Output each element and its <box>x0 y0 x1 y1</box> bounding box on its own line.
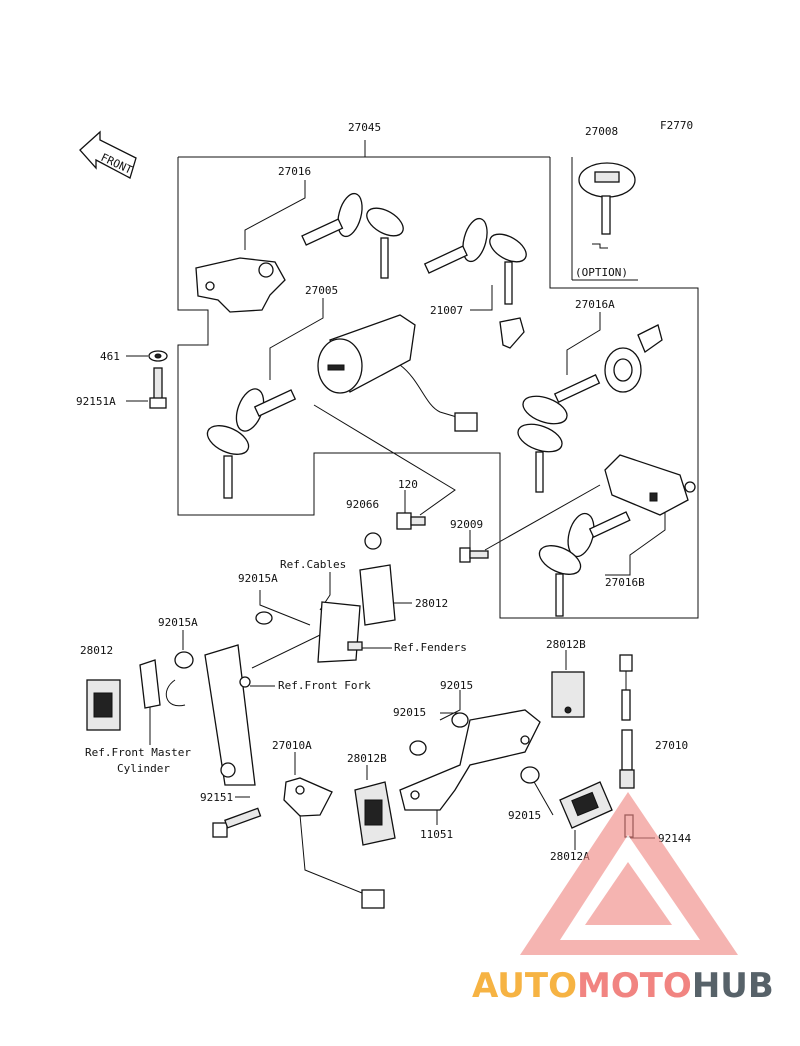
label-27016A: 27016A <box>575 298 615 311</box>
label-92151: 92151 <box>200 791 233 804</box>
label-ref-fenders: Ref.Fenders <box>394 641 467 654</box>
cap-120 <box>364 532 382 550</box>
bolt-92151 <box>212 807 262 838</box>
label-27016: 27016 <box>278 165 311 178</box>
pad-28012A <box>559 781 613 829</box>
bolt-92151A <box>149 367 167 409</box>
label-120: 120 <box>398 478 418 491</box>
label-92151A: 92151A <box>76 395 116 408</box>
watermark-logo: AUTOMOTOHUB <box>472 792 774 1006</box>
label-27010: 27010 <box>655 739 688 752</box>
label-92015-lower: 92015 <box>508 809 541 822</box>
label-28012-right: 28012 <box>415 597 448 610</box>
switch-27010A <box>283 777 385 909</box>
watermark-hub: HUB <box>692 966 774 1006</box>
watermark-auto: AUTO <box>472 966 577 1006</box>
label-27016B: 27016B <box>605 576 645 589</box>
bracket-11051 <box>399 709 541 811</box>
label-28012B-upper: 28012B <box>546 638 586 651</box>
key-pair-27016 <box>301 192 404 279</box>
label-92144: 92144 <box>658 832 691 845</box>
lock-27016B <box>538 454 696 617</box>
screw-92066 <box>396 512 426 530</box>
label-461: 461 <box>100 350 120 363</box>
option-note: (OPTION) <box>575 266 628 279</box>
label-ref-front-master: Ref.Front Master <box>85 746 191 759</box>
key-pair-21007 <box>423 217 527 349</box>
ignition-housing-27016 <box>195 257 286 313</box>
label-27045: 27045 <box>348 121 381 134</box>
label-92066: 92066 <box>346 498 379 511</box>
boundary-lines <box>126 140 699 850</box>
label-27005: 27005 <box>305 284 338 297</box>
label-92015-middle: 92015 <box>393 706 426 719</box>
bracket-assembly <box>204 564 396 786</box>
clamp-master-cylinder <box>139 651 194 709</box>
figure-code: F2770 <box>660 119 693 132</box>
part-labels: 27045 27016 27008 27005 21007 27016A 461… <box>76 121 691 863</box>
label-21007: 21007 <box>430 304 463 317</box>
key-27008: (OPTION) <box>572 162 638 281</box>
ignition-switch-27005 <box>317 314 478 432</box>
label-27008: 27008 <box>585 125 618 138</box>
label-ref-cables: Ref.Cables <box>280 558 346 571</box>
label-ref-front-master-cylinder: Cylinder <box>117 762 170 775</box>
watermark-text: AUTOMOTOHUB <box>472 966 774 1006</box>
nut-92015-right <box>520 766 540 784</box>
washer-461 <box>148 350 168 362</box>
label-11051: 11051 <box>420 828 453 841</box>
label-28012-left: 28012 <box>80 644 113 657</box>
label-92015A-upper: 92015A <box>238 572 278 585</box>
key-pair-27005 <box>206 388 297 499</box>
label-28012B-lower: 28012B <box>347 752 387 765</box>
label-28012A: 28012A <box>550 850 590 863</box>
pad-28012B-left <box>354 781 396 846</box>
screw-92009 <box>459 547 489 563</box>
pad-28012-left <box>86 679 121 731</box>
label-ref-front-fork: Ref.Front Fork <box>278 679 371 692</box>
lock-27016A <box>517 324 663 493</box>
label-92009: 92009 <box>450 518 483 531</box>
label-27010A: 27010A <box>272 739 312 752</box>
front-arrow-icon: FRONT <box>79 130 137 179</box>
watermark-moto: MOTO <box>577 966 692 1006</box>
label-92015-upper: 92015 <box>440 679 473 692</box>
label-92015A-lower: 92015A <box>158 616 198 629</box>
pad-28012B-right <box>551 671 585 718</box>
